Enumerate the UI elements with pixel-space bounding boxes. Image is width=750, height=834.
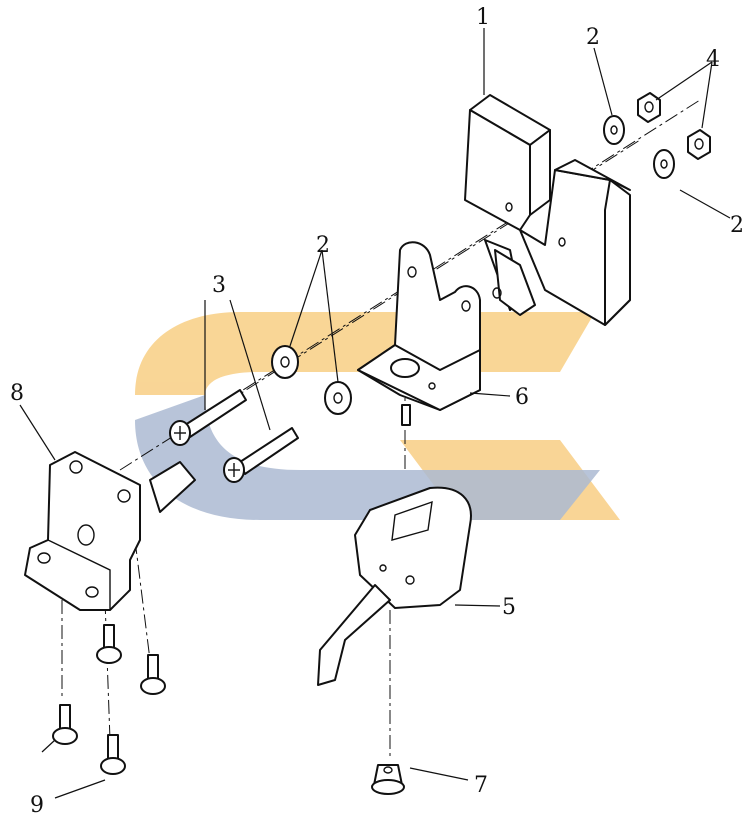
part-8-base-bracket [24, 451, 196, 611]
callout-7: 7 [474, 773, 488, 798]
callout-3: 3 [212, 273, 226, 298]
part-9-screws [52, 624, 166, 775]
callout-1: 1 [476, 5, 490, 30]
screw-9d [100, 734, 126, 775]
callout-2-upper: 2 [586, 25, 600, 50]
leader-lines [19, 28, 731, 799]
part-3-screw-upper [169, 389, 247, 446]
callout-6: 6 [515, 385, 529, 410]
callout-2-left: 2 [316, 233, 330, 258]
part-5-handle-plate [317, 486, 472, 686]
watermark-logo [135, 312, 620, 520]
part-2-washer-upper [603, 115, 625, 145]
part-2-washer-left-b [324, 381, 352, 415]
callouts: 1 2 4 2 2 3 8 6 5 9 7 [10, 5, 744, 818]
callout-2-right: 2 [730, 213, 744, 238]
part-1-latch-block [464, 94, 631, 326]
watermark-orange-shape [135, 312, 620, 520]
part-2-washer-right [653, 149, 675, 179]
part-3-screw-lower [223, 427, 299, 483]
screw-9c [52, 704, 78, 745]
screw-9a [96, 624, 122, 664]
callout-4: 4 [706, 47, 720, 72]
callout-9: 9 [30, 793, 44, 818]
callout-8: 8 [10, 381, 24, 406]
part-4-nut-a [637, 92, 661, 123]
callout-5: 5 [502, 595, 516, 620]
part-2-washer-left-a [271, 345, 299, 379]
screw-9b [140, 654, 166, 695]
part-7-flange-nut [371, 764, 405, 795]
part-6-l-bracket [357, 241, 481, 426]
watermark-blue-shape [135, 395, 600, 520]
part-4-nut-b [687, 129, 711, 160]
